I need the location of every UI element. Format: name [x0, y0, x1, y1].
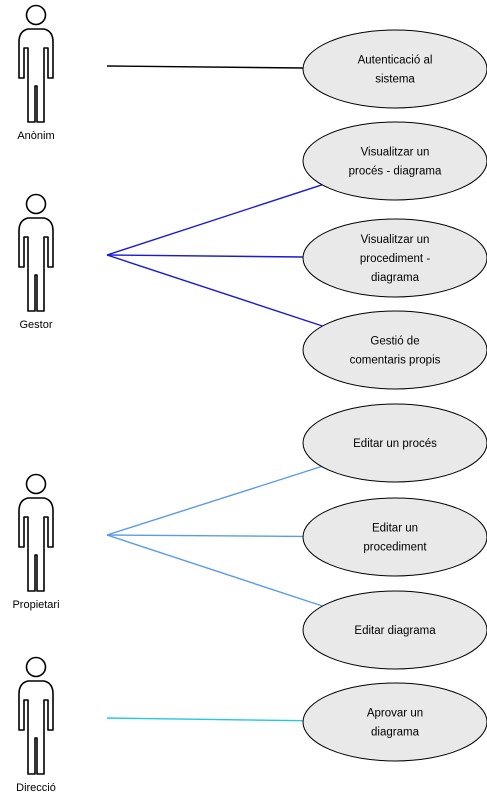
use-case-label: Visualitzar un — [361, 234, 430, 246]
actor-label: Propietari — [12, 599, 59, 611]
actor-propietari[interactable]: Propietari — [12, 473, 60, 612]
actor-direccio[interactable]: Direcció — [16, 656, 56, 795]
use-case-label: comentaris propis — [350, 355, 441, 367]
actor-label: Direcció — [16, 782, 56, 794]
use-case-ellipse — [302, 682, 487, 762]
actor-head-icon — [25, 656, 47, 678]
actor-body-icon — [18, 680, 54, 775]
association-direccio-aprovar-diagrama — [106, 717, 304, 722]
actor-anonim[interactable]: Anònim — [17, 4, 55, 143]
association-gestor-visualitzar-proces — [106, 184, 323, 256]
use-case-ellipse — [302, 403, 487, 483]
use-case-ellipse — [302, 497, 487, 577]
use-case-label: Aprovar un — [367, 708, 423, 720]
association-propietari-editar-diagrama — [106, 534, 323, 607]
use-case-visualitzar-procediment[interactable]: Visualitzar un procediment - diagrama — [302, 218, 487, 298]
use-case-autenticacio[interactable]: Autenticació al sistema — [302, 29, 487, 109]
use-case-label: Editar diagrama — [354, 625, 436, 637]
actor-body-icon — [18, 497, 54, 592]
association-gestor-gestio-comentaris — [106, 254, 323, 327]
actor-gestor[interactable]: Gestor — [18, 193, 54, 332]
association-propietari-editar-proces — [106, 465, 322, 536]
use-case-ellipse — [302, 218, 487, 298]
use-case-ellipse — [302, 29, 487, 109]
use-case-visualitzar-proces[interactable]: Visualitzar un procés - diagrama — [302, 121, 487, 201]
use-case-ellipse — [302, 121, 487, 201]
association-gestor-visualitzar-procediment — [106, 254, 304, 258]
association-anonim-autenticacio — [106, 65, 304, 69]
use-case-ellipse — [302, 590, 487, 670]
use-case-editar-proces[interactable]: Editar un procés — [302, 403, 487, 483]
use-case-label: Visualitzar un — [361, 147, 430, 159]
actor-label: Gestor — [19, 319, 52, 331]
use-case-label: Gestió de — [370, 336, 419, 348]
actor-head-icon — [25, 473, 47, 495]
associations — [106, 65, 323, 722]
use-case-label: diagrama — [371, 727, 420, 739]
use-case-ellipse — [302, 310, 487, 390]
use-case-gestio-comentaris[interactable]: Gestió de comentaris propis — [302, 310, 487, 390]
actor-head-icon — [25, 193, 47, 215]
use-case-label: procediment — [363, 542, 427, 554]
actor-body-icon — [18, 28, 54, 123]
actor-head-icon — [25, 4, 47, 26]
use-case-label: Autenticació al — [358, 55, 433, 67]
use-case-aprovar-diagrama[interactable]: Aprovar un diagrama — [302, 682, 487, 762]
use-case-label: sistema — [375, 74, 415, 86]
use-case-label: Editar un procés — [353, 438, 437, 450]
use-case-editar-diagrama[interactable]: Editar diagrama — [302, 590, 487, 670]
use-case-label: procediment - — [360, 253, 430, 265]
actor-body-icon — [18, 217, 54, 312]
association-propietari-editar-procediment — [106, 534, 304, 538]
actor-label: Anònim — [17, 130, 54, 142]
use-case-label: Editar un — [372, 523, 418, 535]
use-case-editar-procediment[interactable]: Editar un procediment — [302, 497, 487, 577]
use-case-label: procés - diagrama — [349, 166, 442, 178]
use-case-label: diagrama — [371, 272, 420, 284]
